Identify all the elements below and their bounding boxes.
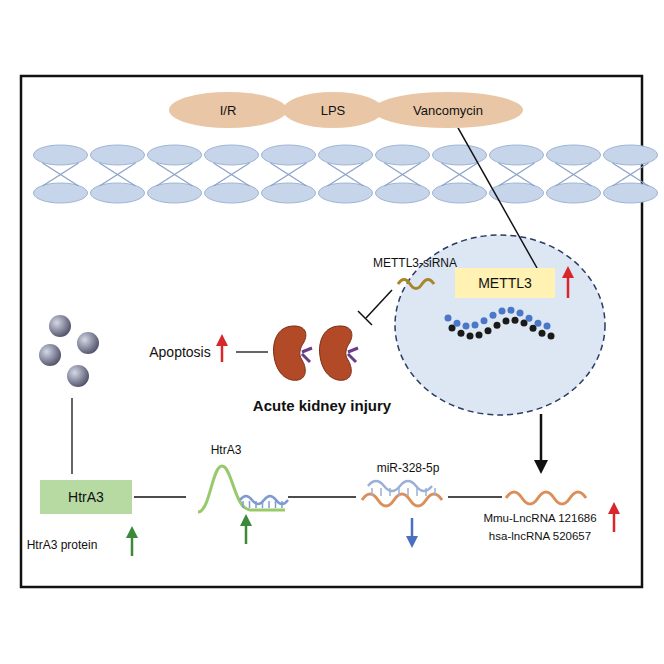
protein-box: HtrA3 [40,480,132,514]
lncrna [506,492,586,504]
up-arrow [126,526,138,556]
kidney [320,326,358,380]
text-label: HtrA3 protein [27,538,98,552]
node-label: METTL3 [478,275,532,291]
up-arrow [240,514,252,544]
node-label: Vancomycin [413,103,483,118]
connector-line [236,351,268,352]
connector-line [288,496,356,497]
apoptotic-cells [39,315,99,387]
stimulus-ellipse: Vancomycin [373,92,523,128]
text-label: Apoptosis [149,344,210,360]
up-arrow [562,266,574,298]
node-label: LPS [321,103,346,118]
stimulus-ellipse: I/R [169,92,287,128]
text-label: miR-328-5p [377,461,440,475]
text-label: Mmu-LncRNA 121686 [483,512,596,524]
sirna [398,280,434,289]
cell-membrane [34,145,658,203]
up-arrow [216,334,228,362]
mirna [362,481,442,506]
protein-box: METTL3 [455,268,555,298]
inhibition-line [358,290,392,325]
rna-dots [445,307,555,340]
text-label: hsa-lncRNA 520657 [489,530,591,542]
text-label: HtrA3 [211,443,242,457]
node-label: HtrA3 [68,489,104,505]
connector-line [71,398,72,474]
down-arrow [406,518,418,548]
connector-line [134,496,186,497]
text-label: METTL3-siRNA [373,256,457,270]
frame [21,76,642,587]
flow-arrow [534,414,548,474]
kidney [274,326,312,380]
node-label: I/R [220,103,237,118]
connector-line [448,496,502,497]
up-arrow [608,502,620,532]
text-label: Acute kidney injury [253,397,391,414]
mrna [198,466,288,512]
connector [458,128,537,268]
stimulus-ellipse: LPS [283,92,383,128]
